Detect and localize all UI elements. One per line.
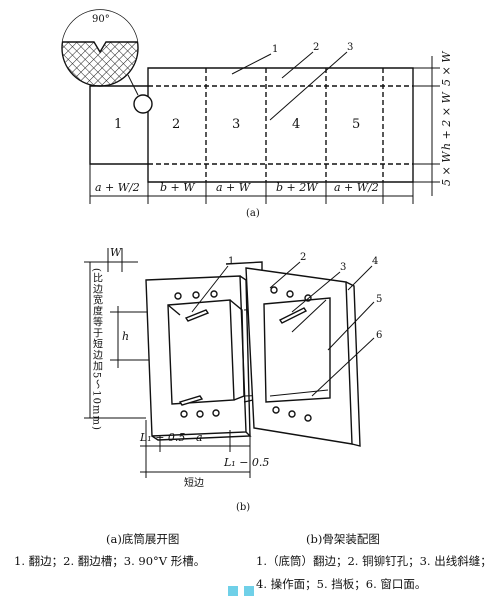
angle-label: 90° xyxy=(92,14,110,25)
dim-b-long: 短边 xyxy=(184,476,204,489)
callout-a-2: 2 xyxy=(313,42,319,53)
callout-b-2: 2 xyxy=(300,252,306,263)
dim-right-bottom: 5 × W xyxy=(440,150,453,186)
dim-right-top: 5 × W xyxy=(440,50,453,86)
panel-1-label: 1 xyxy=(114,117,122,132)
callout-b-1: 1 xyxy=(228,256,234,267)
callout-b-6: 6 xyxy=(376,330,382,341)
sub-label-a: (a) xyxy=(246,208,260,219)
dim-a-5: a + W/2 xyxy=(334,181,379,194)
long-edge-note: (比边宽度等于短边加5～10mm) xyxy=(91,268,103,431)
caption-title-a: (a)底筒展开图 xyxy=(106,532,180,546)
sub-label-b: (b) xyxy=(236,502,250,513)
fold-lines xyxy=(148,68,413,182)
dim-b-h: h xyxy=(122,330,129,343)
dim-b-w: W xyxy=(110,246,123,259)
dim-right-middle: h + 2 × W xyxy=(440,90,453,150)
dim-b-a: a xyxy=(196,431,203,444)
callout-b-3: 3 xyxy=(340,262,346,273)
dim-a-4: b + 2W xyxy=(276,181,319,194)
caption-title-b: (b)骨架装配图 xyxy=(306,532,380,546)
caption-legend-a: 1. 翻边；2. 翻边槽；3. 90°V 形槽。 xyxy=(14,554,206,568)
window-face xyxy=(263,297,331,403)
callout-a-1: 1 xyxy=(272,44,278,55)
callout-b-4: 4 xyxy=(372,256,378,267)
unfolded-sheet-outline xyxy=(89,67,414,183)
dim-a-1: a + W/2 xyxy=(95,181,140,194)
caption-legend-b-2: 4. 操作面；5. 挡板；6. 窗口面。 xyxy=(256,577,427,591)
panel-4-label: 4 xyxy=(292,117,300,132)
panel-5-label: 5 xyxy=(352,117,360,132)
figure-b xyxy=(84,248,375,478)
panel-3-label: 3 xyxy=(232,117,240,132)
callout-a-3: 3 xyxy=(347,42,353,53)
dim-a-3: a + W xyxy=(216,181,252,194)
selection-handle-right[interactable] xyxy=(244,586,254,596)
panel-2-label: 2 xyxy=(172,117,180,132)
dim-a-2: b + W xyxy=(160,181,196,194)
dim-b-l1-left: L₁ − 0.5 xyxy=(139,431,185,444)
dim-b-l1-right: L₁ − 0.5 xyxy=(223,456,269,469)
selection-handle-left[interactable] xyxy=(228,586,238,596)
caption-legend-b-1: 1.（底筒）翻边；2. 铜铆钉孔；3. 出线斜缝； xyxy=(256,554,492,568)
callout-b-5: 5 xyxy=(376,294,382,305)
figure-a xyxy=(61,9,440,204)
